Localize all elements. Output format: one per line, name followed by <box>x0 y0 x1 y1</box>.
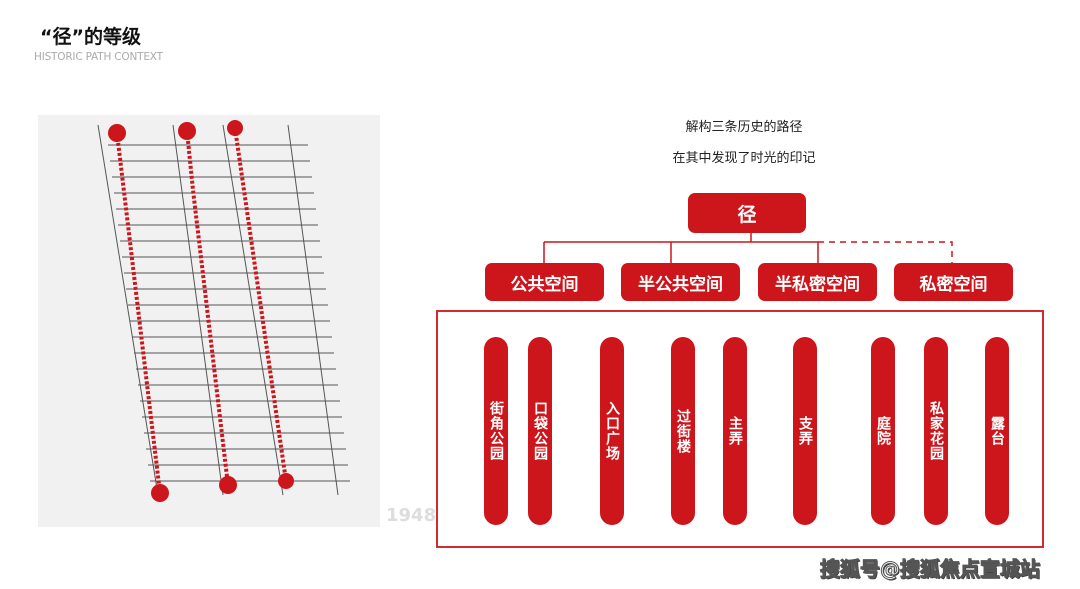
item-pill: 私家花园 <box>924 337 948 525</box>
path-start-marker <box>227 120 243 136</box>
item-pill: 支弄 <box>793 337 817 525</box>
root-node: 径 <box>688 193 806 233</box>
page-title: “径”的等级 <box>40 26 141 48</box>
item-pill: 过街楼 <box>671 337 695 525</box>
item-pill: 露台 <box>985 337 1009 525</box>
item-pill: 入口广场 <box>600 337 624 525</box>
caption-line-2: 在其中发现了时光的印记 <box>672 151 816 166</box>
path-end-marker <box>278 473 294 489</box>
page-subtitle: HISTORIC PATH CONTEXT <box>34 51 163 63</box>
path-right <box>233 127 288 482</box>
historic-map <box>38 115 380 527</box>
level-node-public: 公共空间 <box>485 263 604 301</box>
caption-line-1: 解构三条历史的路径 <box>685 120 803 135</box>
items-frame <box>436 310 1044 548</box>
path-end-marker <box>219 476 237 494</box>
path-end-marker <box>151 484 169 502</box>
path-left <box>115 132 162 494</box>
path-start-marker <box>108 124 126 142</box>
watermark: 搜狐号@搜狐焦点宣城站 <box>820 557 1041 582</box>
path-middle <box>185 130 230 486</box>
map-year: 1948 <box>386 505 437 526</box>
path-start-marker <box>178 122 196 140</box>
level-node-semi-public: 半公共空间 <box>621 263 740 301</box>
item-pill: 街角公园 <box>484 337 508 525</box>
tree-connectors <box>543 233 953 263</box>
item-pill: 主弄 <box>723 337 747 525</box>
item-pill: 口袋公园 <box>528 337 552 525</box>
item-pill: 庭院 <box>871 337 895 525</box>
level-node-private: 私密空间 <box>894 263 1013 301</box>
level-node-semi-private: 半私密空间 <box>758 263 877 301</box>
